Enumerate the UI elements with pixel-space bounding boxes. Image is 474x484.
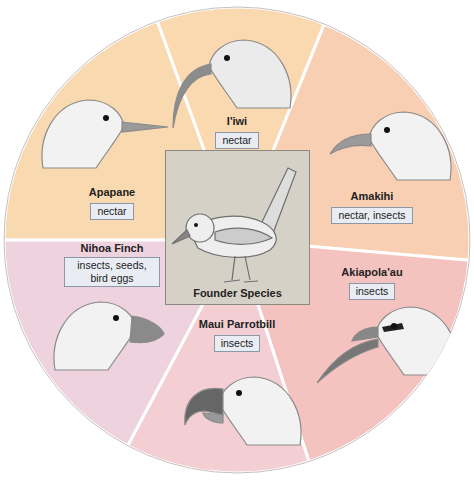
diet-text: nectar, insects <box>338 209 405 222</box>
diet-box: nectar <box>90 203 133 220</box>
bird-name: Akiapola'au <box>341 266 402 278</box>
bird-name: Apapane <box>89 186 135 198</box>
founder-box: Founder Species <box>165 150 310 305</box>
bird-name: Nihoa Finch <box>64 242 160 254</box>
bird-name: Maui Parrotbill <box>199 318 275 330</box>
diet-box: insects <box>349 283 396 300</box>
species-wedge: Apapane nectar <box>89 186 135 220</box>
diet-text: nectar <box>97 205 126 218</box>
species-wedge: Maui Parrotbill insects <box>199 318 275 352</box>
diet-text: nectar <box>222 134 251 147</box>
species-wedge: Akiapola'au insects <box>341 266 402 300</box>
diet-text: insects, seeds, bird eggs <box>71 259 153 285</box>
species-wedge: Nihoa Finch insects, seeds, bird eggs <box>64 242 160 287</box>
founder-label: Founder Species <box>193 287 282 299</box>
bird-name: Amakihi <box>331 190 412 202</box>
diet-text: insects <box>221 337 254 350</box>
diet-box: nectar <box>215 132 258 149</box>
diet-box: insects, seeds, bird eggs <box>64 257 160 287</box>
diet-box: nectar, insects <box>331 207 412 224</box>
bird-name: I'iwi <box>215 115 258 127</box>
diet-text: insects <box>356 285 389 298</box>
species-wedge: Amakihi nectar, insects <box>331 190 412 224</box>
diet-box: insects <box>214 335 261 352</box>
species-wedge: I'iwi nectar <box>215 115 258 149</box>
